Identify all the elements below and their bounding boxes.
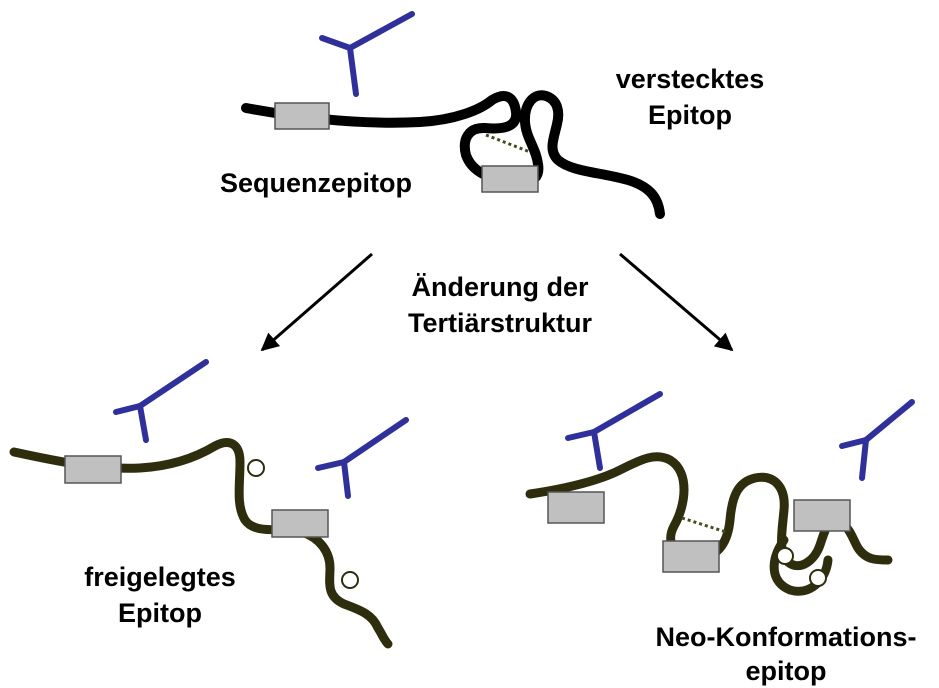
- neo-box-3: [794, 500, 850, 531]
- hidden-epitope-label-line1: verstecktes: [616, 64, 765, 94]
- neo-epitope-label-line2: epitop: [746, 656, 827, 686]
- antibody-icon: [322, 14, 412, 94]
- cysteine-circle: [810, 570, 826, 586]
- exposed-epitope-label-line1: freigelegtes: [84, 562, 236, 592]
- exposed-protein: [14, 362, 406, 644]
- neo-protein: [530, 394, 912, 591]
- arrow-right: [620, 254, 732, 350]
- exposed-box-1: [65, 456, 121, 483]
- exposed-box-2: [272, 510, 328, 537]
- neo-box-1: [548, 492, 604, 523]
- cysteine-circle: [777, 548, 793, 564]
- cysteine-circle: [248, 460, 264, 476]
- antibody-icon: [116, 362, 206, 440]
- neo-box-2: [663, 541, 719, 572]
- sequence-epitope-box: [275, 103, 329, 129]
- cysteine-circle: [342, 572, 358, 588]
- change-label-line1: Änderung der: [411, 272, 588, 302]
- disulfide-link: [486, 135, 530, 152]
- change-label-line2: Tertiärstruktur: [408, 308, 593, 338]
- neo-disulfide-link: [682, 518, 726, 532]
- hidden-epitope-label-line2: Epitop: [648, 100, 732, 130]
- exposed-epitope-label-line2: Epitop: [118, 598, 202, 628]
- neo-epitope-label-line1: Neo-Konformations-: [656, 622, 917, 652]
- hidden-epitope-box: [482, 166, 538, 192]
- arrow-left: [262, 254, 372, 350]
- sequence-epitope-label: Sequenzepitop: [220, 168, 412, 198]
- antibody-icon: [318, 420, 406, 496]
- antibody-icon: [842, 402, 912, 478]
